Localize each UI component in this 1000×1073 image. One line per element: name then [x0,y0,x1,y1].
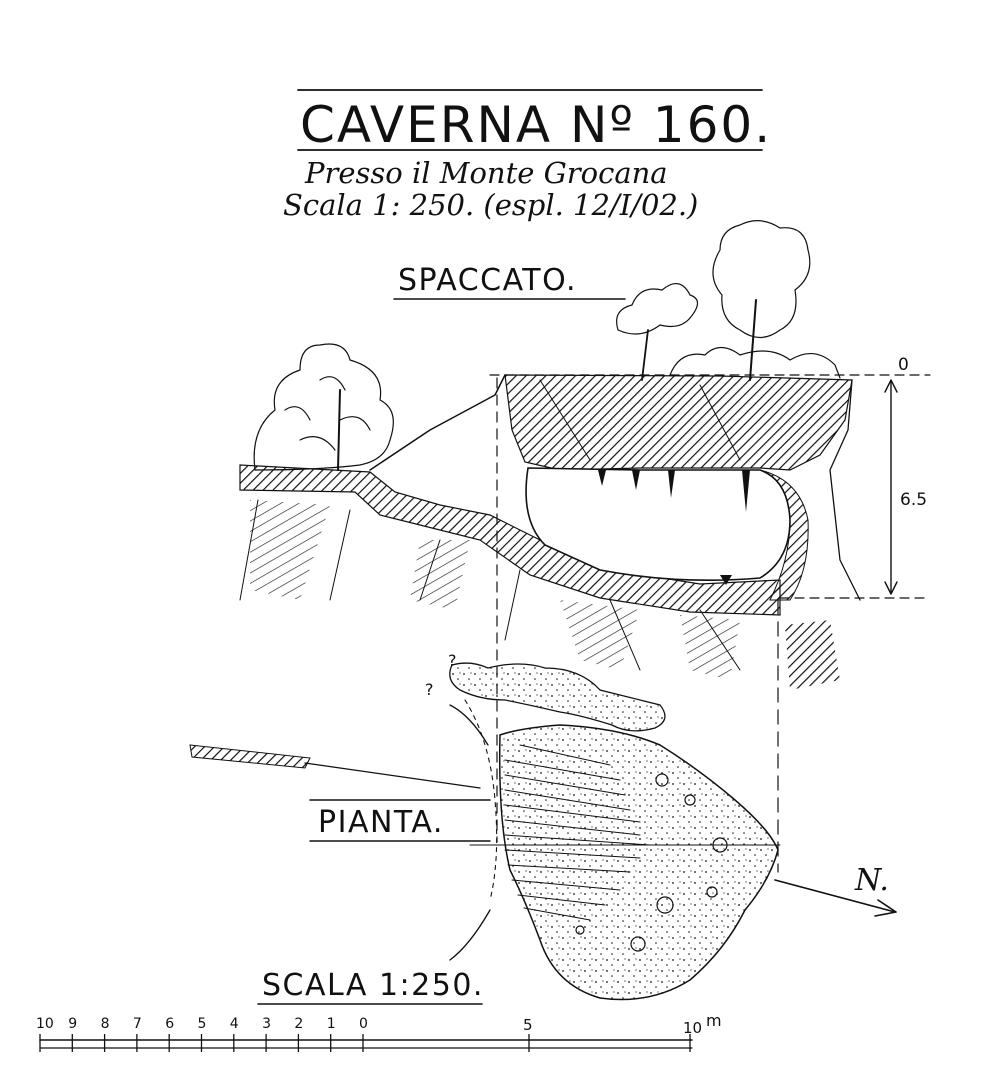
question-mark-2: ? [425,680,434,699]
plan-outer-line [449,704,491,961]
scale-unit: m [706,1011,722,1030]
scale-tick-label: 6 [165,1016,174,1032]
depth-top-label: 0 [898,355,909,375]
lower-rock-hatching [250,500,740,680]
fracture-lines [239,379,741,671]
plan-outer-dashed [464,699,498,901]
cross-section [239,374,861,690]
title-block: CAVERNA Nº 160. Presso il Monte Grocana … [283,89,772,222]
scale-tick-label: 0 [359,1016,368,1032]
vegetation [253,220,841,471]
north-label: N. [854,863,889,898]
slope-indicator [189,744,481,789]
scale-tick-label: 3 [262,1016,271,1032]
bush-left [253,343,394,471]
scale-tick-label: 7 [133,1016,142,1032]
rock-band-right [759,469,809,601]
plan-boulders [575,773,728,952]
stalactites [598,470,750,585]
scale-tick-label: 1 [327,1016,336,1032]
scale-tick-label: 5 [198,1016,207,1032]
cave-plan: ? ? [425,651,779,1001]
scale-tick-end: 10 [683,1019,702,1037]
slope-line [369,374,506,471]
plan-passage [449,662,666,732]
cliff-right-edge [829,379,861,601]
tree-right [712,220,811,339]
plan-label-group: PIANTA. [309,799,491,842]
scale-label-group: SCALA 1:250. [257,968,484,1005]
scale-tick-label: 9 [68,1016,77,1032]
depth-dimension: 0 6.5 [489,355,931,599]
north-arrow: N. [774,863,897,917]
scale-tick-label: 4 [230,1016,239,1032]
cave-title: CAVERNA Nº 160. [300,96,772,154]
scale-tick-mid: 5 [523,1016,533,1034]
plan-label: PIANTA. [318,805,444,840]
plan-slope-hatching [504,744,651,921]
scale-tick-label: 8 [101,1016,110,1032]
scale-tick-label: 2 [294,1016,303,1032]
depth-value-label: 6.5 [900,490,927,510]
subtitle-location: Presso il Monte Grocana [304,156,668,190]
cross-hatch-right [785,620,840,690]
section-label-group: SPACCATO. [393,263,626,300]
plan-chamber [498,724,779,1001]
shrubs-top [669,346,841,379]
tree-center [616,283,699,335]
section-label: SPACCATO. [398,263,577,298]
rock-band-roof [504,374,853,471]
question-mark-1: ? [448,651,457,670]
scale-tick-label: 10 [36,1016,54,1032]
subtitle-scale-date: Scala 1: 250. (espl. 12/I/02.) [283,188,698,222]
scale-label: SCALA 1:250. [262,968,484,1003]
